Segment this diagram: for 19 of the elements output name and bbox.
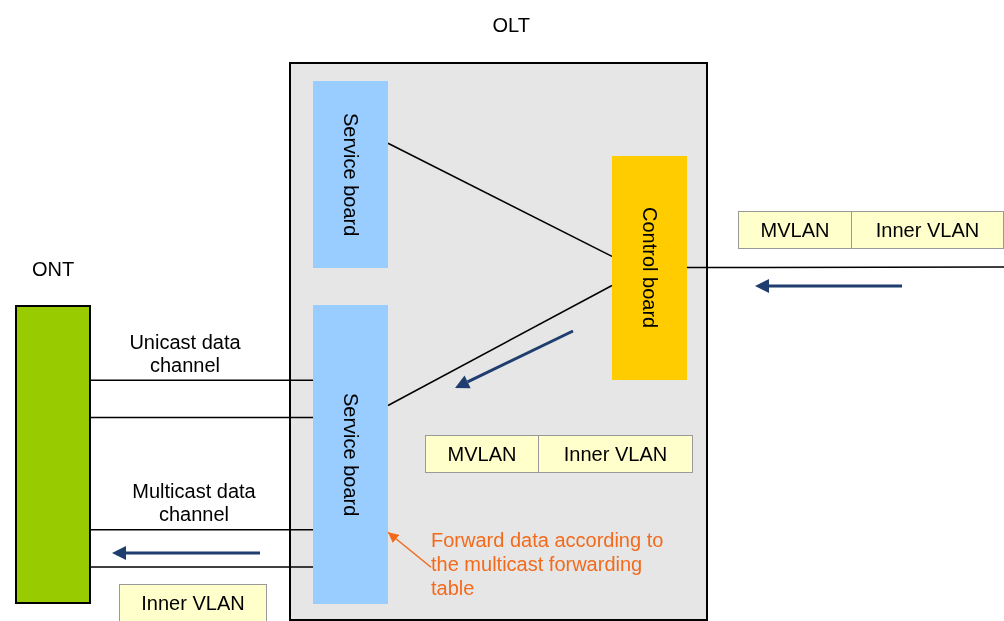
- connection-line: [90, 379, 314, 382]
- ont-heading: ONT: [32, 258, 75, 281]
- connection-line: [90, 566, 314, 568]
- leader-line: [387, 531, 432, 568]
- service-board: Service board: [313, 81, 388, 268]
- vlan-tag: Inner VLAN: [538, 435, 693, 473]
- connection-line: [387, 284, 613, 407]
- vlan-tag: Inner VLAN: [119, 584, 267, 621]
- olt-heading: OLT: [492, 14, 530, 37]
- connection-line: [90, 416, 314, 419]
- vlan-tag: Inner VLAN: [851, 211, 1004, 249]
- connection-line: [90, 529, 314, 531]
- vlan-tag: MVLAN: [425, 435, 539, 473]
- connection-line: [686, 266, 1004, 269]
- vlan-tag: MVLAN: [738, 211, 852, 249]
- control-board: Control board: [612, 156, 687, 380]
- connection-line: [387, 142, 613, 258]
- annotation-text: Forward data according to the multicast forwarding table: [431, 528, 687, 602]
- service-board: Service board: [313, 305, 388, 604]
